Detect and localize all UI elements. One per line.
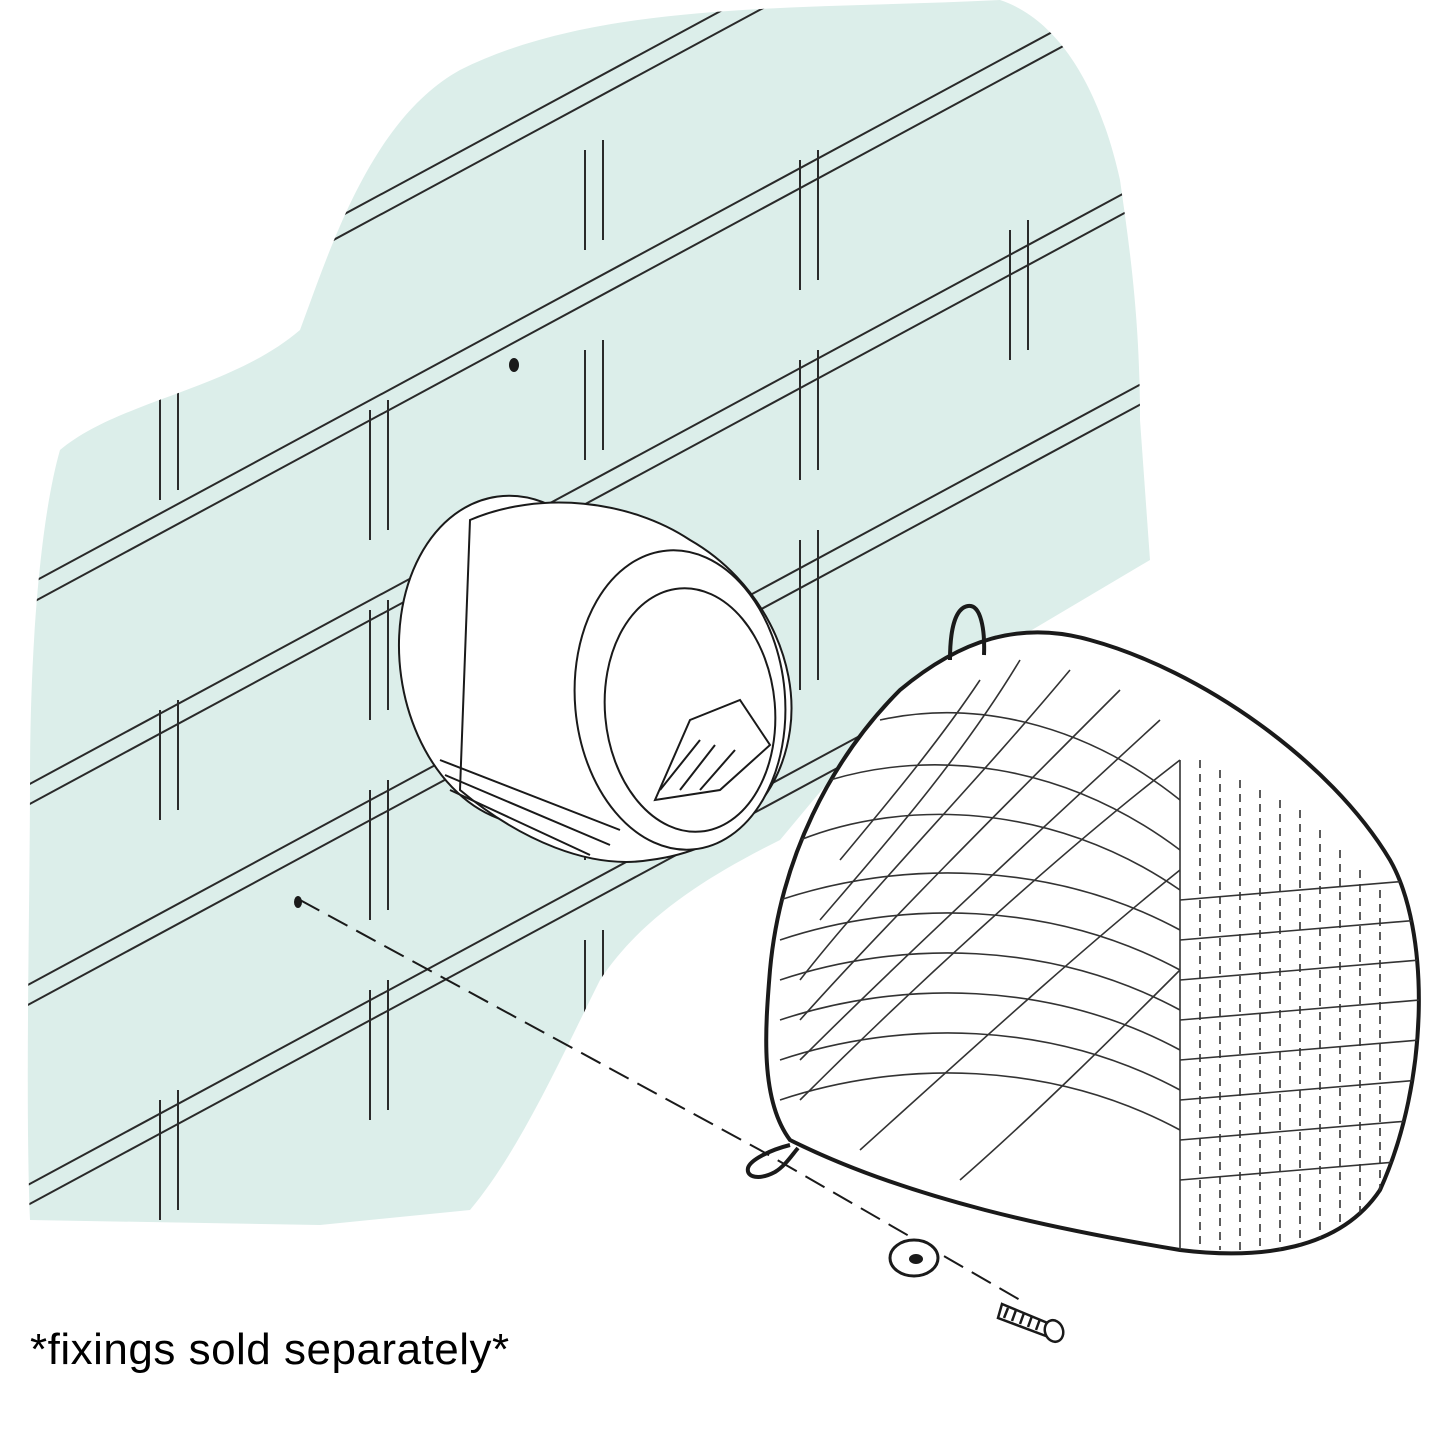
- round-vent-outlet-icon: [397, 494, 793, 863]
- cover-top-tab: [948, 604, 987, 661]
- wall-hole-lower: [294, 896, 302, 908]
- fixings-note-caption: *fixings sold separately*: [30, 1325, 510, 1374]
- screw-icon: [996, 1302, 1065, 1344]
- cover-bottom-tab: [745, 1143, 800, 1179]
- vent-shadow-lines: [439, 759, 621, 856]
- vent-louvre: [653, 698, 772, 802]
- washer-icon: [888, 1238, 940, 1278]
- wall-hole-upper: [509, 358, 519, 372]
- vent-louvre-detail: [659, 739, 736, 791]
- mesh-cone-cover-icon: [745, 604, 1421, 1256]
- cover-mesh: [779, 659, 1419, 1250]
